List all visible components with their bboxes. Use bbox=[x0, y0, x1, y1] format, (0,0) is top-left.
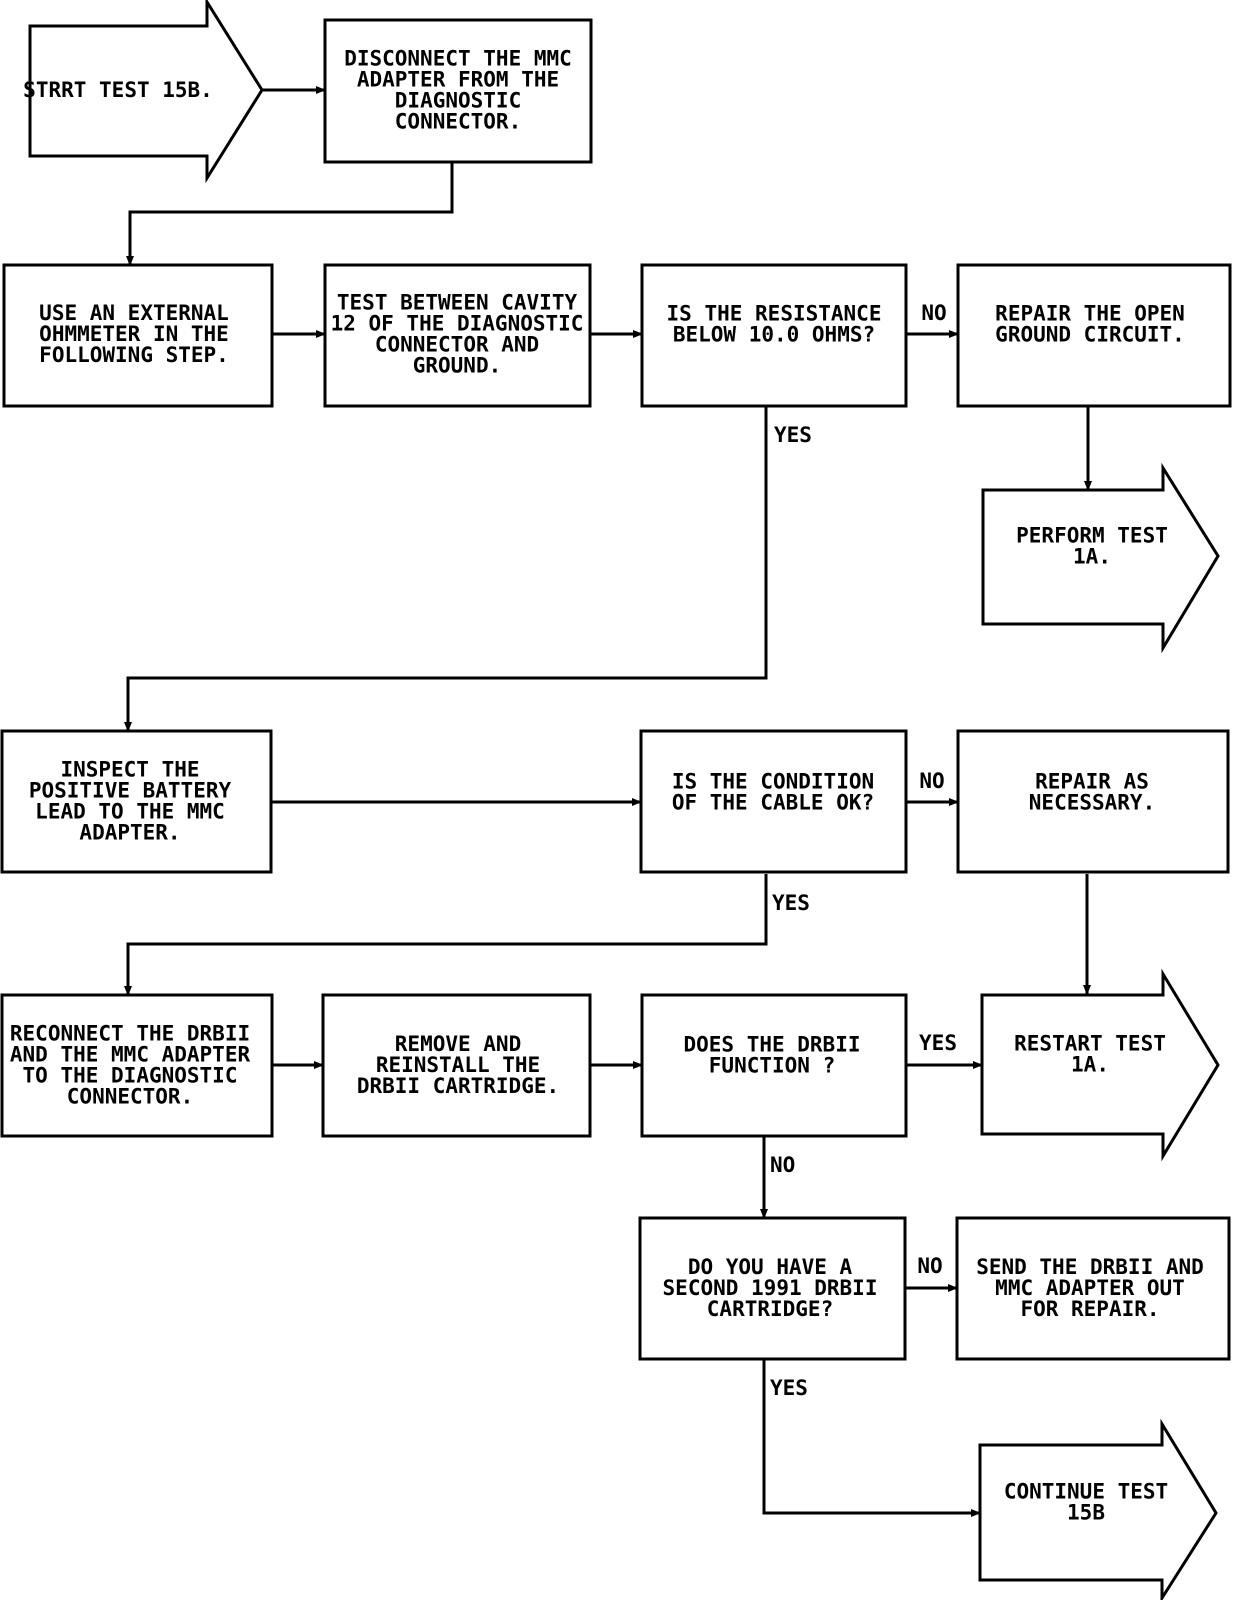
second-q-line-1: DO YOU HAVE A bbox=[688, 1255, 853, 1279]
use-ohmmeter-line-1: USE AN EXTERNAL bbox=[39, 301, 229, 325]
function-q-line-2: FUNCTION ? bbox=[709, 1054, 835, 1078]
use-ohmmeter-line-2: OHMMETER IN THE bbox=[39, 322, 229, 346]
use-ohmmeter-line-3: FOLLOWING STEP. bbox=[39, 343, 229, 367]
resistance-q-line-2: BELOW 10.0 OHMS? bbox=[673, 323, 875, 347]
second-q-line-2: SECOND 1991 DRBII bbox=[663, 1276, 878, 1300]
label-function-no: NO bbox=[770, 1153, 795, 1177]
remove-line-2: REINSTALL THE bbox=[376, 1053, 540, 1077]
inspect-line-2: POSITIVE BATTERY bbox=[29, 779, 232, 803]
repair-open-line-1: REPAIR THE OPEN bbox=[995, 302, 1185, 326]
condition-q-line-1: IS THE CONDITION bbox=[672, 770, 874, 794]
start-line-1: STRRT TEST 15B. bbox=[23, 78, 213, 102]
reconnect-line-4: CONNECTOR. bbox=[67, 1085, 193, 1109]
inspect-line-1: INSPECT THE bbox=[60, 758, 199, 782]
label-second-yes: YES bbox=[770, 1376, 808, 1400]
resistance-q-line-1: IS THE RESISTANCE bbox=[667, 302, 882, 326]
perform-1a-line-1: PERFORM TEST bbox=[1016, 524, 1168, 548]
function-q-line-1: DOES THE DRBII bbox=[683, 1033, 860, 1057]
edge-resistance-yes bbox=[124, 406, 768, 732]
label-condition-no: NO bbox=[919, 769, 944, 793]
label-function-yes: YES bbox=[919, 1031, 957, 1055]
test-between-line-4: GROUND. bbox=[413, 354, 502, 378]
label-condition-yes: YES bbox=[772, 891, 810, 915]
test-between-line-2: 12 OF THE DIAGNOSTIC bbox=[331, 312, 584, 336]
reconnect-line-3: TO THE DIAGNOSTIC bbox=[23, 1064, 238, 1088]
disconnect-line-3: DIAGNOSTIC bbox=[395, 89, 521, 113]
remove-line-1: REMOVE AND bbox=[395, 1032, 521, 1056]
send-line-2: MMC ADAPTER OUT bbox=[995, 1276, 1185, 1300]
label-second-no: NO bbox=[917, 1254, 942, 1278]
connectors bbox=[124, 86, 1092, 1517]
node-start-text: STRRT TEST 15B. bbox=[23, 78, 213, 102]
edge-condition-yes bbox=[124, 874, 768, 996]
node-start: STRRT TEST 15B. bbox=[23, 0, 264, 184]
edge-disconnect-to-use-ohmmeter bbox=[126, 162, 454, 266]
restart-1a-line-2: 1A. bbox=[1071, 1053, 1109, 1077]
edge-second-yes bbox=[762, 1360, 981, 1517]
disconnect-line-1: DISCONNECT THE MMC bbox=[344, 47, 572, 71]
repair-open-line-2: GROUND CIRCUIT. bbox=[995, 323, 1185, 347]
send-line-3: FOR REPAIR. bbox=[1020, 1297, 1159, 1321]
label-resistance-yes: YES bbox=[774, 423, 812, 447]
remove-line-3: DRBII CARTRIDGE. bbox=[357, 1074, 559, 1098]
repair-as-line-1: REPAIR AS bbox=[1035, 770, 1149, 794]
test-between-line-3: CONNECTOR AND bbox=[375, 333, 539, 357]
repair-as-line-2: NECESSARY. bbox=[1029, 791, 1155, 815]
reconnect-line-1: RECONNECT THE DRBII bbox=[10, 1022, 250, 1046]
disconnect-line-4: CONNECTOR. bbox=[395, 110, 521, 134]
continue-line-2: 15B bbox=[1067, 1501, 1105, 1525]
continue-line-1: CONTINUE TEST bbox=[1004, 1480, 1168, 1504]
condition-q-line-2: OF THE CABLE OK? bbox=[672, 791, 874, 815]
second-q-line-3: CARTRIDGE? bbox=[707, 1297, 833, 1321]
perform-1a-line-2: 1A. bbox=[1073, 545, 1111, 569]
inspect-line-4: ADAPTER. bbox=[79, 821, 180, 845]
restart-1a-line-1: RESTART TEST bbox=[1014, 1032, 1166, 1056]
inspect-line-3: LEAD TO THE MMC bbox=[35, 800, 225, 824]
send-line-1: SEND THE DRBII AND bbox=[976, 1255, 1204, 1279]
test-between-line-1: TEST BETWEEN CAVITY bbox=[337, 291, 578, 315]
reconnect-line-2: AND THE MMC ADAPTER bbox=[10, 1043, 251, 1067]
disconnect-line-2: ADAPTER FROM THE bbox=[357, 68, 559, 92]
edge-labels: NO YES NO YES YES NO NO YES bbox=[770, 301, 957, 1400]
label-resistance-no: NO bbox=[921, 301, 946, 325]
